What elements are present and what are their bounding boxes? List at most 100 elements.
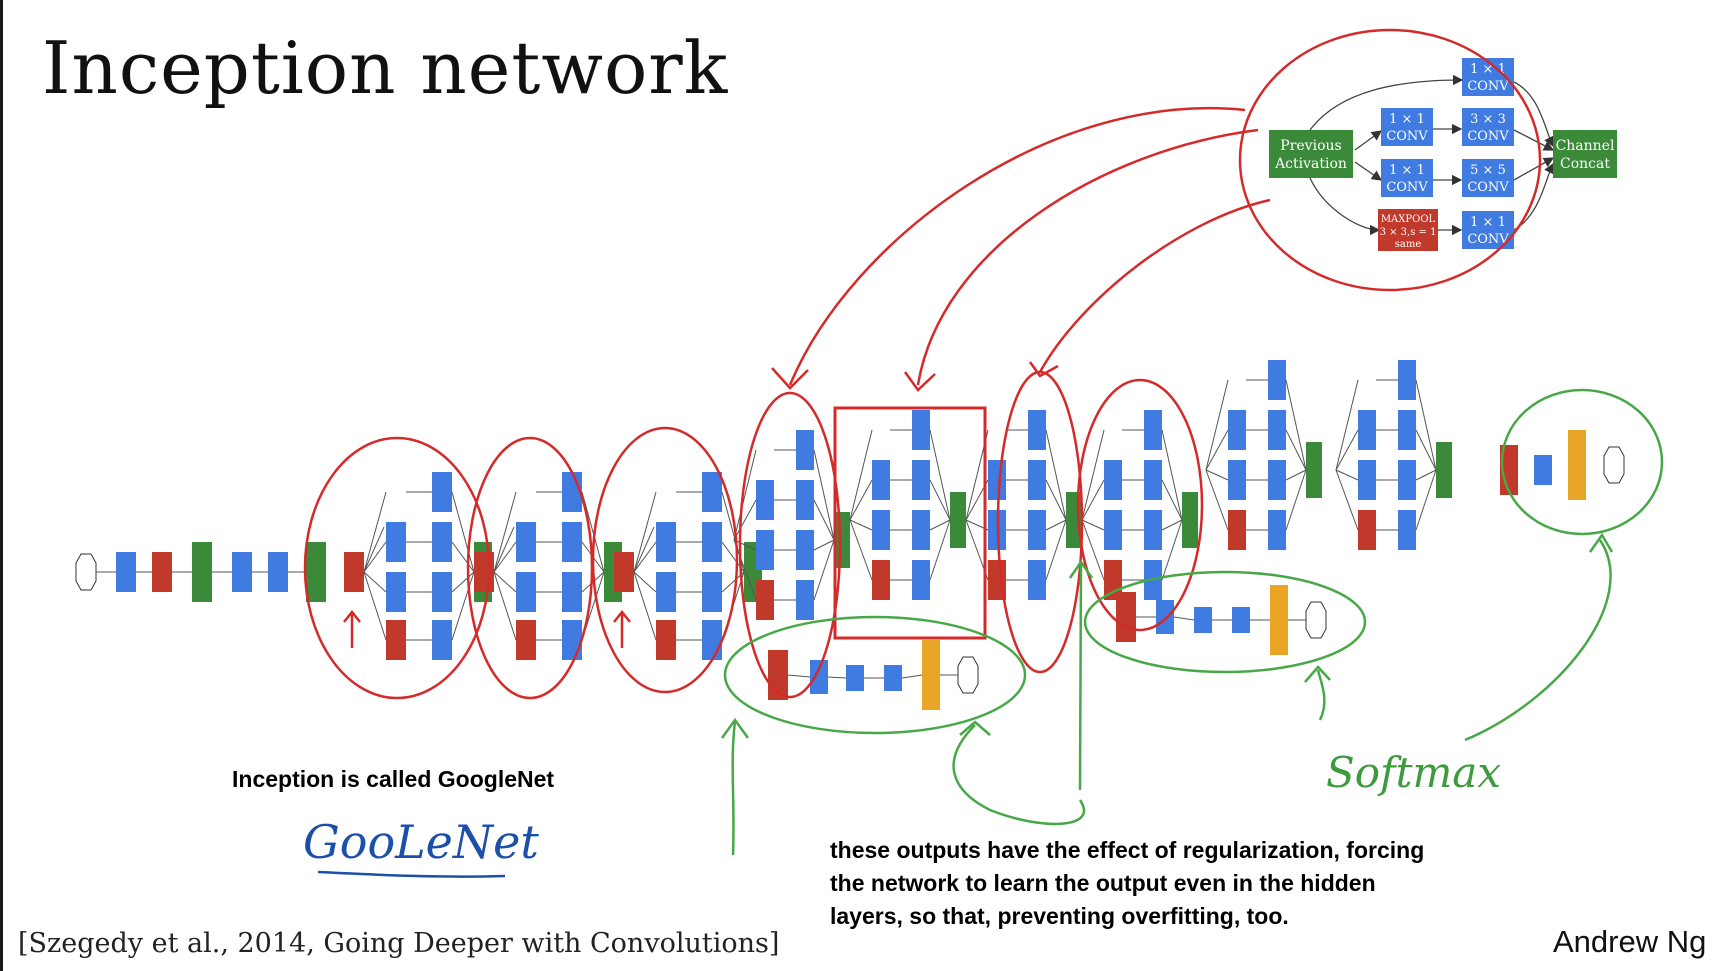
- maxpool-size: 3 × 3,s = 1: [1380, 227, 1437, 238]
- channel-concat-box: [1553, 130, 1617, 178]
- final-softmax-activation: [1568, 430, 1586, 500]
- net-edge: [1161, 519, 1183, 531]
- stem-layer: [306, 542, 326, 602]
- conv-1x1-top-label: CONV: [1467, 79, 1509, 94]
- note-googlenet: Inception is called GoogleNet: [232, 766, 555, 792]
- red-up-arrows: [343, 609, 631, 648]
- note-regularization: these outputs have the effect of regular…: [830, 837, 1425, 929]
- block-5b-concat: [1436, 442, 1452, 498]
- net-edge: [813, 539, 835, 601]
- block-5b-conv: [1398, 360, 1416, 400]
- block-5a-conv: [1228, 410, 1246, 450]
- net-edge: [849, 519, 873, 531]
- net-edge: [849, 479, 873, 521]
- block-4d-conv: [988, 460, 1006, 500]
- block-4e-conv: [1104, 510, 1122, 550]
- prev-activation-box: [1269, 130, 1353, 178]
- net-edge: [633, 571, 657, 641]
- block-4d-conv: [1028, 510, 1046, 550]
- conv-1x1-a-label: CONV: [1386, 129, 1428, 144]
- green-branch-loops: [723, 388, 1664, 735]
- aux1-conv: [810, 660, 828, 694]
- block-3a-pool: [386, 620, 406, 660]
- block-4b-conv: [796, 530, 814, 570]
- conv-1x1-b-box: [1381, 159, 1433, 197]
- aux2-softmax-activation: [1270, 585, 1288, 655]
- block-4a-conv: [702, 620, 722, 660]
- block-4c-conv: [912, 460, 930, 500]
- net-edge: [1161, 519, 1183, 581]
- net-edge: [493, 571, 517, 641]
- block-4b-conv: [756, 480, 774, 520]
- prev-activation-line2: Activation: [1274, 156, 1347, 172]
- net-edge: [363, 491, 387, 573]
- block-4a-conv: [702, 472, 722, 512]
- block-4d-conv: [1028, 560, 1046, 600]
- net-edge: [451, 541, 475, 573]
- net-edge: [849, 519, 873, 581]
- block-5a-pool: [1228, 510, 1246, 550]
- block-4b-pool: [756, 580, 774, 620]
- net-edge: [1285, 469, 1307, 481]
- block-4b-conv: [796, 480, 814, 520]
- net-edge: [1045, 479, 1067, 521]
- stem-layer: [152, 552, 172, 592]
- net-edge: [1415, 469, 1437, 481]
- net-edge: [1161, 479, 1183, 521]
- block-4a-pool: [656, 620, 676, 660]
- maxpool-box: [1378, 209, 1438, 251]
- block-4a-pool-in: [614, 552, 634, 592]
- red-arrow-3b-head: [1028, 361, 1059, 378]
- block-5a-conv: [1268, 360, 1286, 400]
- net-edge: [849, 429, 873, 521]
- net-edge: [1285, 469, 1307, 531]
- block-3b-conv: [562, 620, 582, 660]
- block-5a-conv: [1228, 460, 1246, 500]
- net-edge: [493, 541, 517, 573]
- block-4a-conv: [702, 572, 722, 612]
- conv-5x5-box: [1462, 159, 1514, 197]
- net-edge: [633, 571, 657, 593]
- net-edge: [901, 674, 923, 679]
- block-5b-conv: [1358, 460, 1376, 500]
- block-5a-conv: [1268, 460, 1286, 500]
- block-4e-conv: [1144, 510, 1162, 550]
- block-3b-conv: [562, 472, 582, 512]
- block-5a-conv: [1268, 510, 1286, 550]
- block-4e-conv: [1104, 460, 1122, 500]
- net-edge: [733, 449, 757, 541]
- maxpool-padding: same: [1395, 239, 1422, 250]
- block-3a-conv: [432, 620, 452, 660]
- net-edge: [1045, 519, 1067, 581]
- net-edge: [1205, 429, 1229, 471]
- block-4e-concat: [1182, 492, 1198, 548]
- block-5b-conv: [1398, 410, 1416, 450]
- block-4d-conv: [1028, 410, 1046, 450]
- net-edge: [813, 499, 835, 541]
- net-edge: [1415, 429, 1437, 471]
- net-edge: [929, 519, 951, 531]
- final-fc: [1534, 455, 1552, 485]
- block-4b-concat: [834, 512, 850, 568]
- net-edge: [1335, 379, 1359, 471]
- block-4c-conv: [872, 510, 890, 550]
- net-edge: [363, 541, 387, 573]
- net-edge: [493, 526, 515, 573]
- conv-1x1-a-size: 1 × 1: [1389, 112, 1425, 127]
- conv-1x1-a-box: [1381, 108, 1433, 146]
- aux2-conv: [1156, 600, 1174, 634]
- block-3b-pool-in: [474, 552, 494, 592]
- net-edge: [1081, 429, 1105, 521]
- googlenet-overview: [75, 360, 1625, 710]
- block-4a-conv: [656, 522, 676, 562]
- conv-1x1-top-size: 1 × 1: [1470, 62, 1506, 77]
- author: Andrew Ng: [1553, 924, 1707, 959]
- conv-3x3-box: [1462, 108, 1514, 146]
- net-edge: [929, 429, 951, 521]
- net-edge: [1045, 429, 1067, 521]
- block-3a-conv: [432, 522, 452, 562]
- net-edge: [1205, 469, 1229, 531]
- block-4c-conv: [912, 510, 930, 550]
- red-arrow-1: [788, 107, 1246, 386]
- prev-activation-line1: Previous: [1280, 138, 1341, 154]
